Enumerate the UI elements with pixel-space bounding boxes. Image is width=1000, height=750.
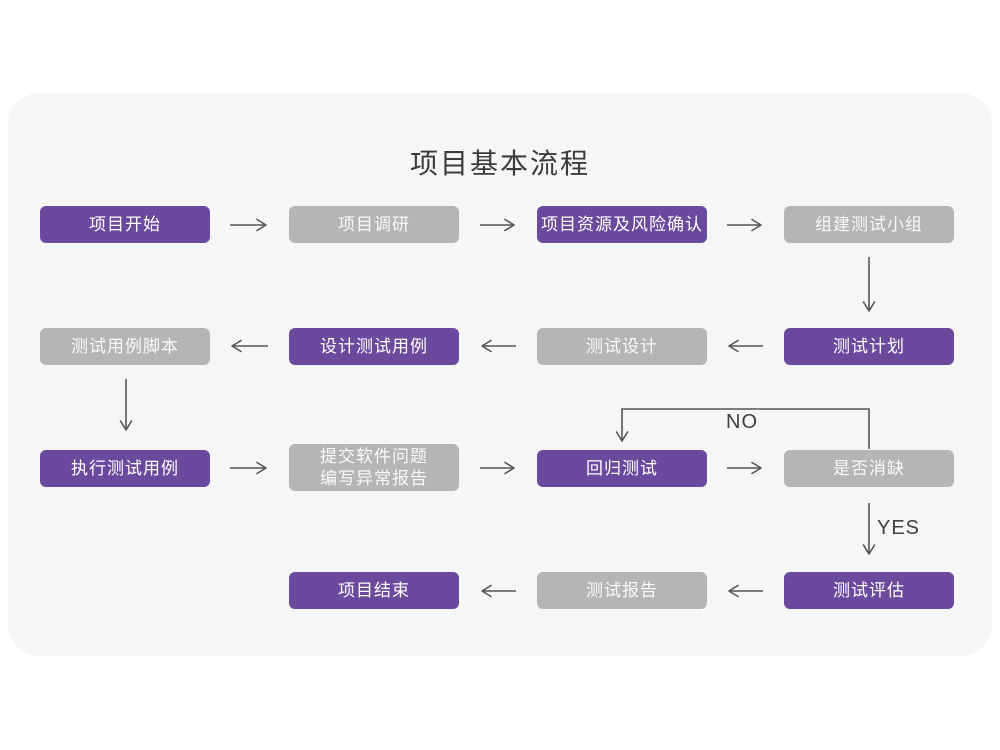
node-label-line1: 提交软件问题 [320,446,428,466]
node-test-evaluation: 测试评估 [784,572,954,609]
node-label-line2: 编写异常报告 [320,468,428,488]
node-label: 测试报告 [586,580,658,600]
node-label: 测试用例脚本 [71,336,179,356]
flowchart-card [8,93,992,656]
node-label: 测试计划 [833,336,905,356]
node-label: 项目资源及风险确认 [541,214,703,234]
node-label: 执行测试用例 [71,458,179,478]
node-test-report: 测试报告 [537,572,707,609]
node-resources-risk: 项目资源及风险确认 [537,206,707,243]
node-project-start: 项目开始 [40,206,210,243]
edge-label-no: NO [726,411,758,433]
node-test-plan: 测试计划 [784,328,954,365]
node-run-test-case: 执行测试用例 [40,450,210,487]
node-label: 回归测试 [586,458,658,478]
node-defect-cleared: 是否消缺 [784,450,954,487]
node-label: 项目开始 [89,214,161,234]
node-label: 测试设计 [586,336,658,356]
node-build-test-team: 组建测试小组 [784,206,954,243]
node-project-research: 项目调研 [289,206,459,243]
page-title: 项目基本流程 [409,148,590,179]
node-submit-issue-report: 提交软件问题 编写异常报告 [289,444,459,491]
node-test-case-script: 测试用例脚本 [40,328,210,365]
node-regression-test: 回归测试 [537,450,707,487]
node-label: 测试评估 [833,580,905,600]
node-label: 组建测试小组 [815,214,923,234]
node-label: 设计测试用例 [320,336,428,356]
node-test-design: 测试设计 [537,328,707,365]
node-label: 是否消缺 [833,458,905,478]
node-label: 项目结束 [338,580,410,600]
node-label: 项目调研 [338,214,410,234]
edge-label-yes: YES [877,517,921,539]
node-project-end: 项目结束 [289,572,459,609]
node-design-test-case: 设计测试用例 [289,328,459,365]
